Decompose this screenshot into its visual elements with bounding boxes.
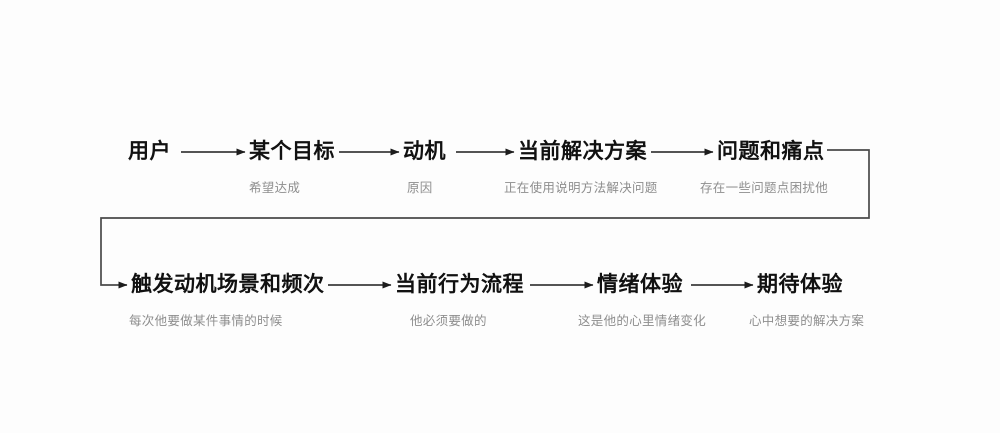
node-current-behavior-flow[interactable]: 当前行为流程	[395, 272, 524, 296]
node-user[interactable]: 用户	[128, 139, 171, 163]
node-problems-pain[interactable]: 问题和痛点	[717, 139, 825, 163]
caption-goal: 希望达成	[249, 180, 301, 195]
caption-trigger-scenario: 每次他要做某件事情的时候	[129, 313, 283, 328]
node-expected-experience[interactable]: 期待体验	[757, 272, 843, 296]
wrap-connector	[100, 149, 870, 289]
node-motivation[interactable]: 动机	[403, 139, 446, 163]
node-goal[interactable]: 某个目标	[249, 139, 335, 163]
caption-current-solution: 正在使用说明方法解决问题	[504, 180, 658, 195]
caption-motivation: 原因	[407, 180, 433, 195]
node-emotional-experience[interactable]: 情绪体验	[597, 272, 683, 296]
node-trigger-scenario[interactable]: 触发动机场景和频次	[131, 272, 325, 296]
caption-emotional-experience: 这是他的心里情绪变化	[578, 313, 707, 328]
caption-problems-pain: 存在一些问题点困扰他	[700, 180, 829, 195]
caption-current-behavior-flow: 他必须要做的	[410, 313, 487, 328]
caption-expected-experience: 心中想要的解决方案	[749, 313, 865, 328]
node-current-solution[interactable]: 当前解决方案	[518, 139, 647, 163]
